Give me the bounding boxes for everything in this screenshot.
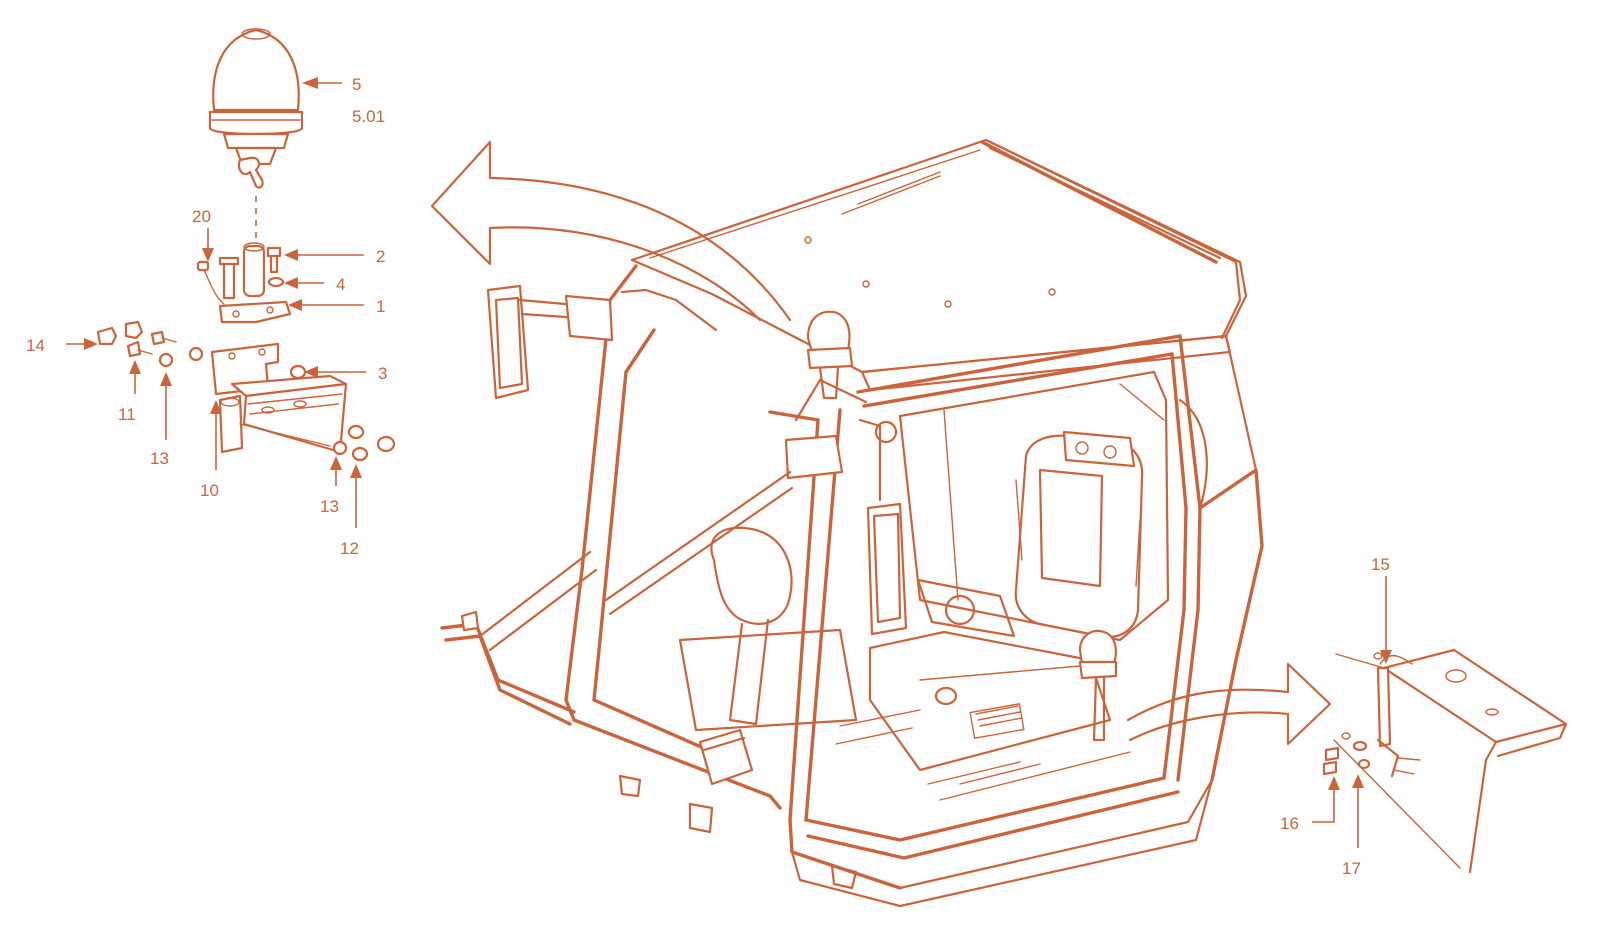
callout-14: 14 — [26, 336, 45, 355]
callout-3: 3 — [378, 364, 387, 383]
callout-labels: 5 5.01 20 2 4 1 14 3 11 13 10 13 12 15 1… — [26, 75, 1390, 878]
callout-11: 11 — [118, 405, 136, 424]
callout-17: 17 — [1342, 859, 1361, 878]
mount-bracket-assembly — [196, 242, 292, 324]
callout-5: 5 — [352, 75, 361, 94]
machine-cab — [440, 138, 1264, 908]
callout-15: 15 — [1371, 555, 1390, 574]
callout-20: 20 — [192, 207, 211, 226]
beacon-lamp — [208, 28, 304, 189]
callout-1: 1 — [376, 297, 385, 316]
direction-arrow-right — [1126, 662, 1332, 746]
callout-13-left: 13 — [150, 449, 169, 468]
callout-leaders — [66, 77, 1392, 848]
callout-2: 2 — [376, 247, 385, 266]
callout-16: 16 — [1280, 814, 1299, 833]
callout-10: 10 — [200, 481, 219, 500]
callout-12: 12 — [340, 539, 359, 558]
rear-mount-detail — [1322, 648, 1568, 874]
callout-13-right: 13 — [320, 497, 339, 516]
callout-5-01: 5.01 — [352, 107, 385, 126]
direction-arrow-left — [430, 140, 792, 322]
side-bracket-assembly — [96, 320, 396, 462]
callout-4: 4 — [336, 275, 345, 294]
